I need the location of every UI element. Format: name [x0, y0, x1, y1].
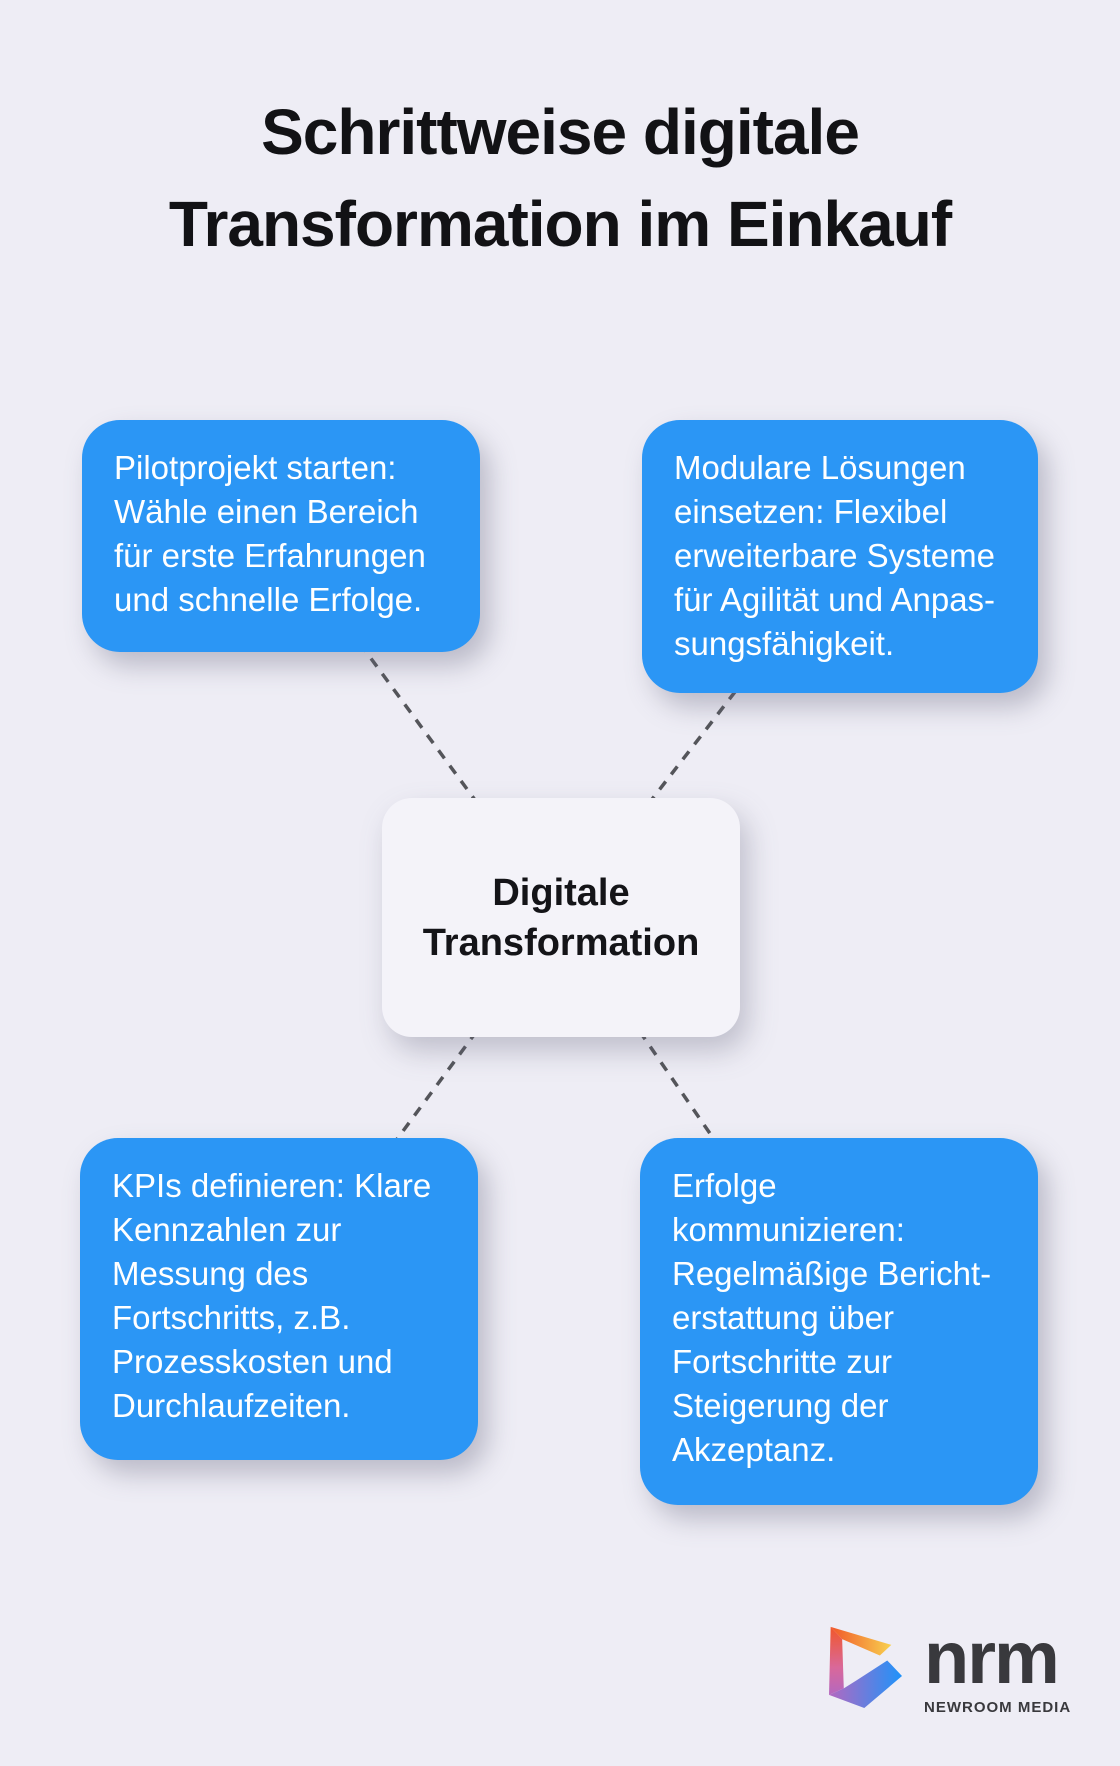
node-kpis-definieren-text: KPIs definieren: Klare Kennzahlen zur Me…: [112, 1167, 432, 1424]
brand-name: nrm: [924, 1616, 1060, 1699]
brand-tagline: NEWROOM MEDIA: [924, 1699, 1072, 1716]
brand-text-block: nrm NEWROOM MEDIA: [924, 1616, 1072, 1717]
node-pilotprojekt: Pilotprojekt starten: Wähle einen Bereic…: [82, 420, 480, 652]
center-node-digitale-transformation: Digitale Transformation: [382, 798, 740, 1037]
node-pilotprojekt-text: Pilotprojekt starten: Wähle einen Bereic…: [114, 449, 426, 618]
node-kpis-definieren: KPIs definieren: Klare Kennzahlen zur Me…: [80, 1138, 478, 1460]
page-title: Schrittweise digitale Transformation im …: [168, 96, 952, 260]
center-node-label: Digitale Transformation: [422, 871, 700, 964]
node-modulare-loesungen: Modulare Lösungen einsetzen: Flexibel er…: [642, 420, 1038, 693]
node-modulare-loesungen-text: Modulare Lösungen einsetzen: Flexibel er…: [674, 449, 996, 662]
node-erfolge-kommunizieren-text: Erfolge kommunizieren: Regelmäßige Beric…: [672, 1167, 992, 1468]
brand-logo: nrm NEWROOM MEDIA: [818, 1616, 1072, 1717]
nrm-logo-icon: [829, 1626, 902, 1708]
node-erfolge-kommunizieren: Erfolge kommunizieren: Regelmäßige Beric…: [640, 1138, 1038, 1505]
